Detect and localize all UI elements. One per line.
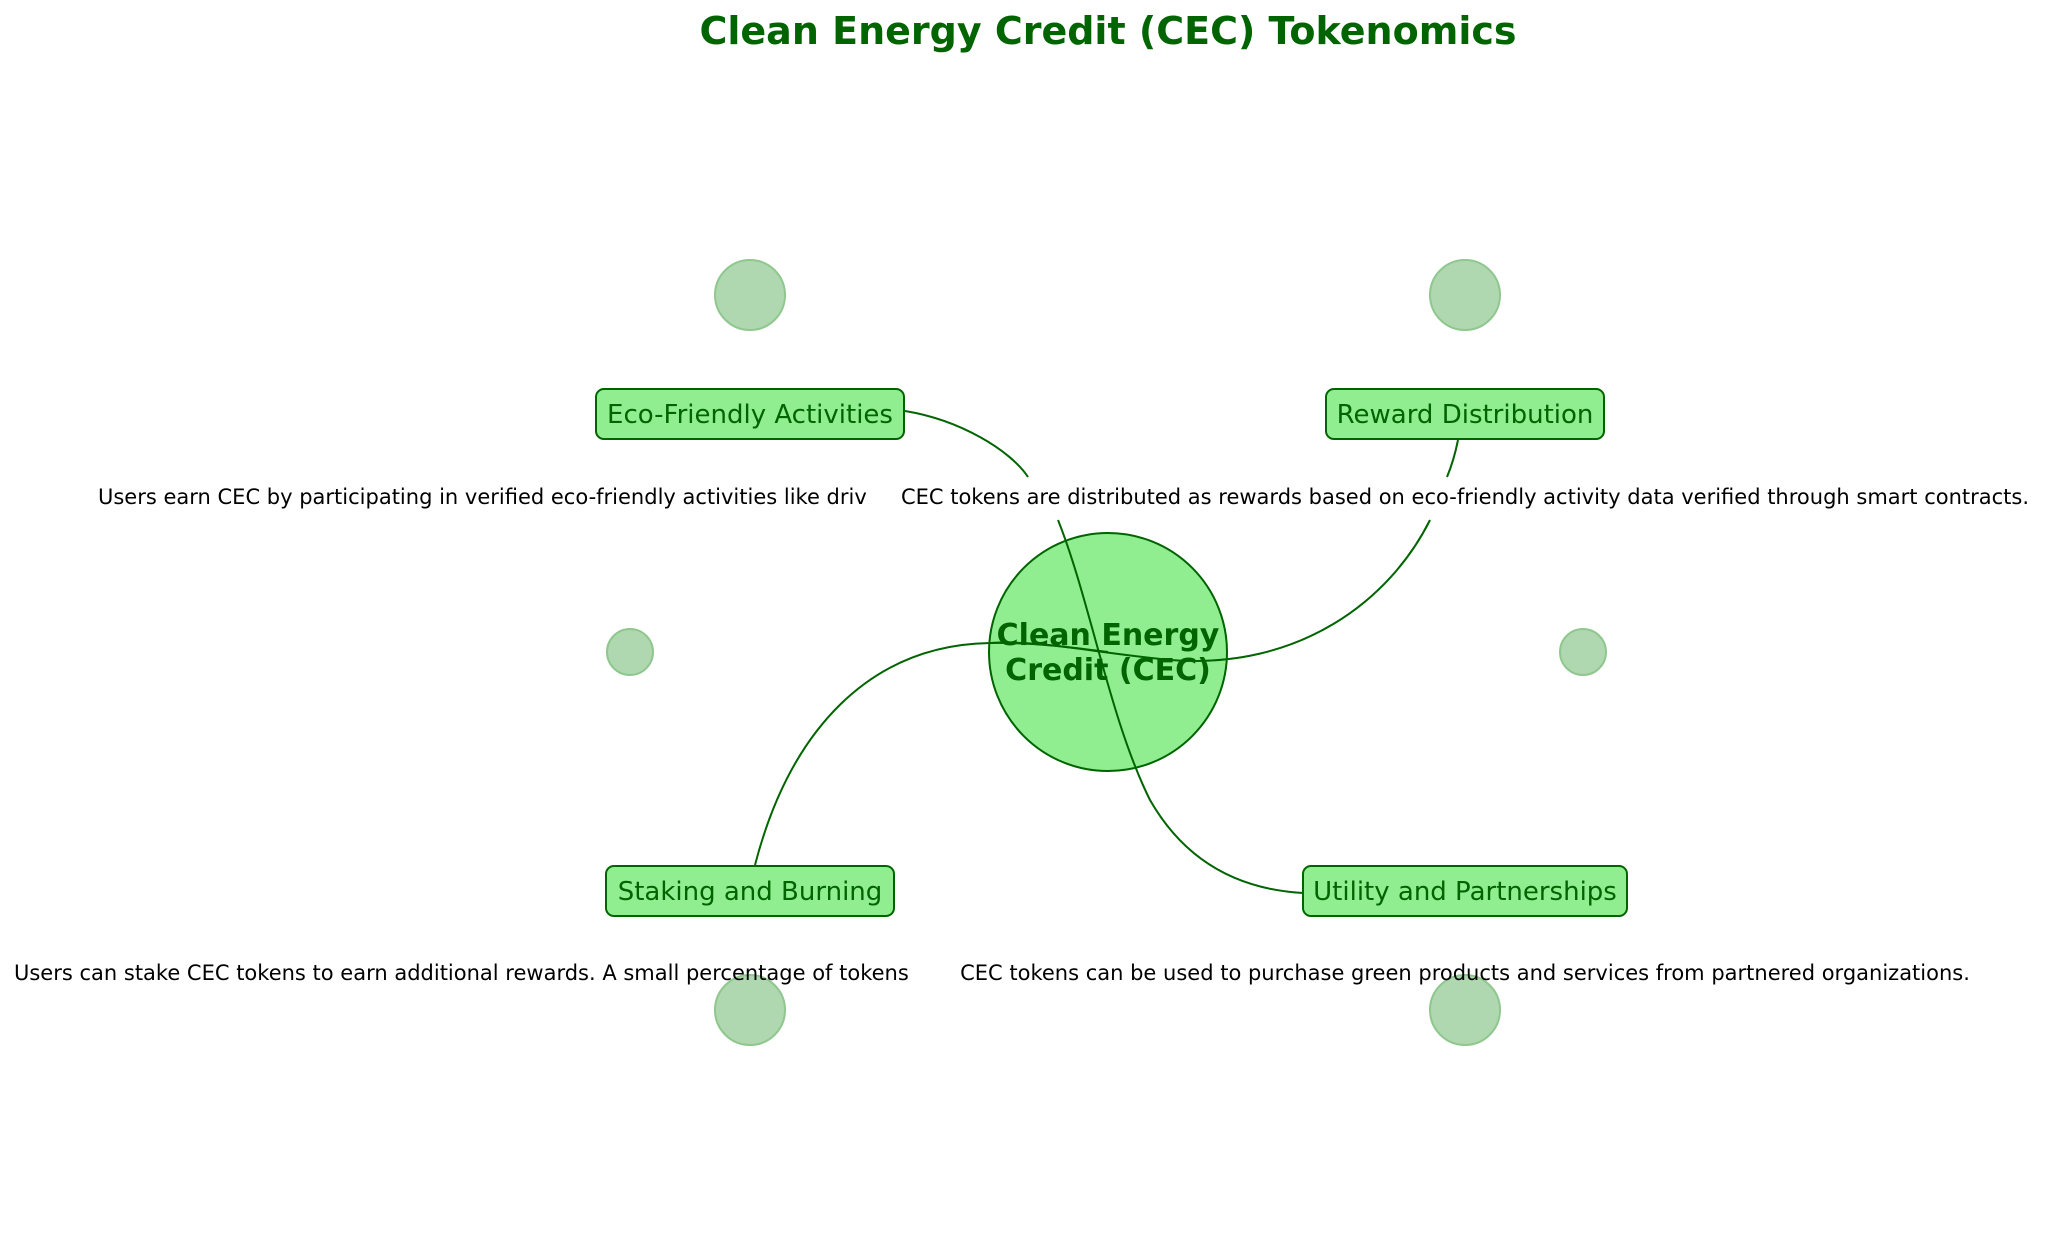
decor-circle-bottom-right: [1429, 974, 1501, 1046]
decor-circle-mid-left: [606, 628, 654, 676]
desc-bg-1: [96, 481, 876, 513]
node-box-utility-partnerships: [1302, 865, 1628, 917]
node-reward-distribution: Reward Distribution: [1325, 388, 1605, 440]
center-label-group: Clean Energy Credit (CEC): [997, 618, 1220, 688]
decor-circle-top-right: [1429, 259, 1501, 331]
descriptions: Users earn CEC by participating in verif…: [14, 481, 2046, 985]
center-label-line1: Clean Energy: [997, 618, 1220, 653]
node-box-staking-burning: [605, 865, 895, 917]
desc-reward-distribution: CEC tokens are distributed as rewards ba…: [901, 485, 2029, 509]
connector-staking-burning: [754, 641, 1109, 866]
desc-eco-friendly: Users earn CEC by participating in verif…: [98, 485, 867, 509]
connector-eco-friendly-lower: [1057, 519, 1304, 894]
node-box-eco-friendly: [595, 388, 905, 440]
diagram-title: Clean Energy Credit (CEC) Tokenomics: [700, 9, 1517, 53]
connector-reward-distribution: [1446, 439, 1459, 478]
decor-circle-top-left: [714, 259, 786, 331]
node-eco-friendly: Eco-Friendly Activities: [595, 388, 905, 440]
decor-circle-mid-right: [1559, 628, 1607, 676]
node-utility-partnerships: Utility and Partnerships: [1302, 865, 1628, 917]
node-staking-burning: Staking and Burning: [605, 865, 895, 917]
center-label-line2: Credit (CEC): [1005, 653, 1211, 688]
desc-bg-2: [884, 481, 2046, 513]
decorative-circles: [606, 259, 1607, 1046]
desc-staking-burning: Users can stake CEC tokens to earn addit…: [14, 961, 909, 985]
connector-eco-friendly: [904, 410, 1029, 478]
node-label-reward-distribution: Reward Distribution: [1337, 400, 1594, 430]
decor-circle-bottom-left: [714, 974, 786, 1046]
desc-utility-partnerships: CEC tokens can be used to purchase green…: [960, 961, 1970, 985]
node-label-staking-burning: Staking and Burning: [618, 877, 883, 907]
node-label-utility-partnerships: Utility and Partnerships: [1313, 877, 1617, 907]
node-label-eco-friendly: Eco-Friendly Activities: [607, 400, 893, 430]
node-box-reward-distribution: [1325, 388, 1605, 440]
connectors: [754, 410, 1459, 894]
